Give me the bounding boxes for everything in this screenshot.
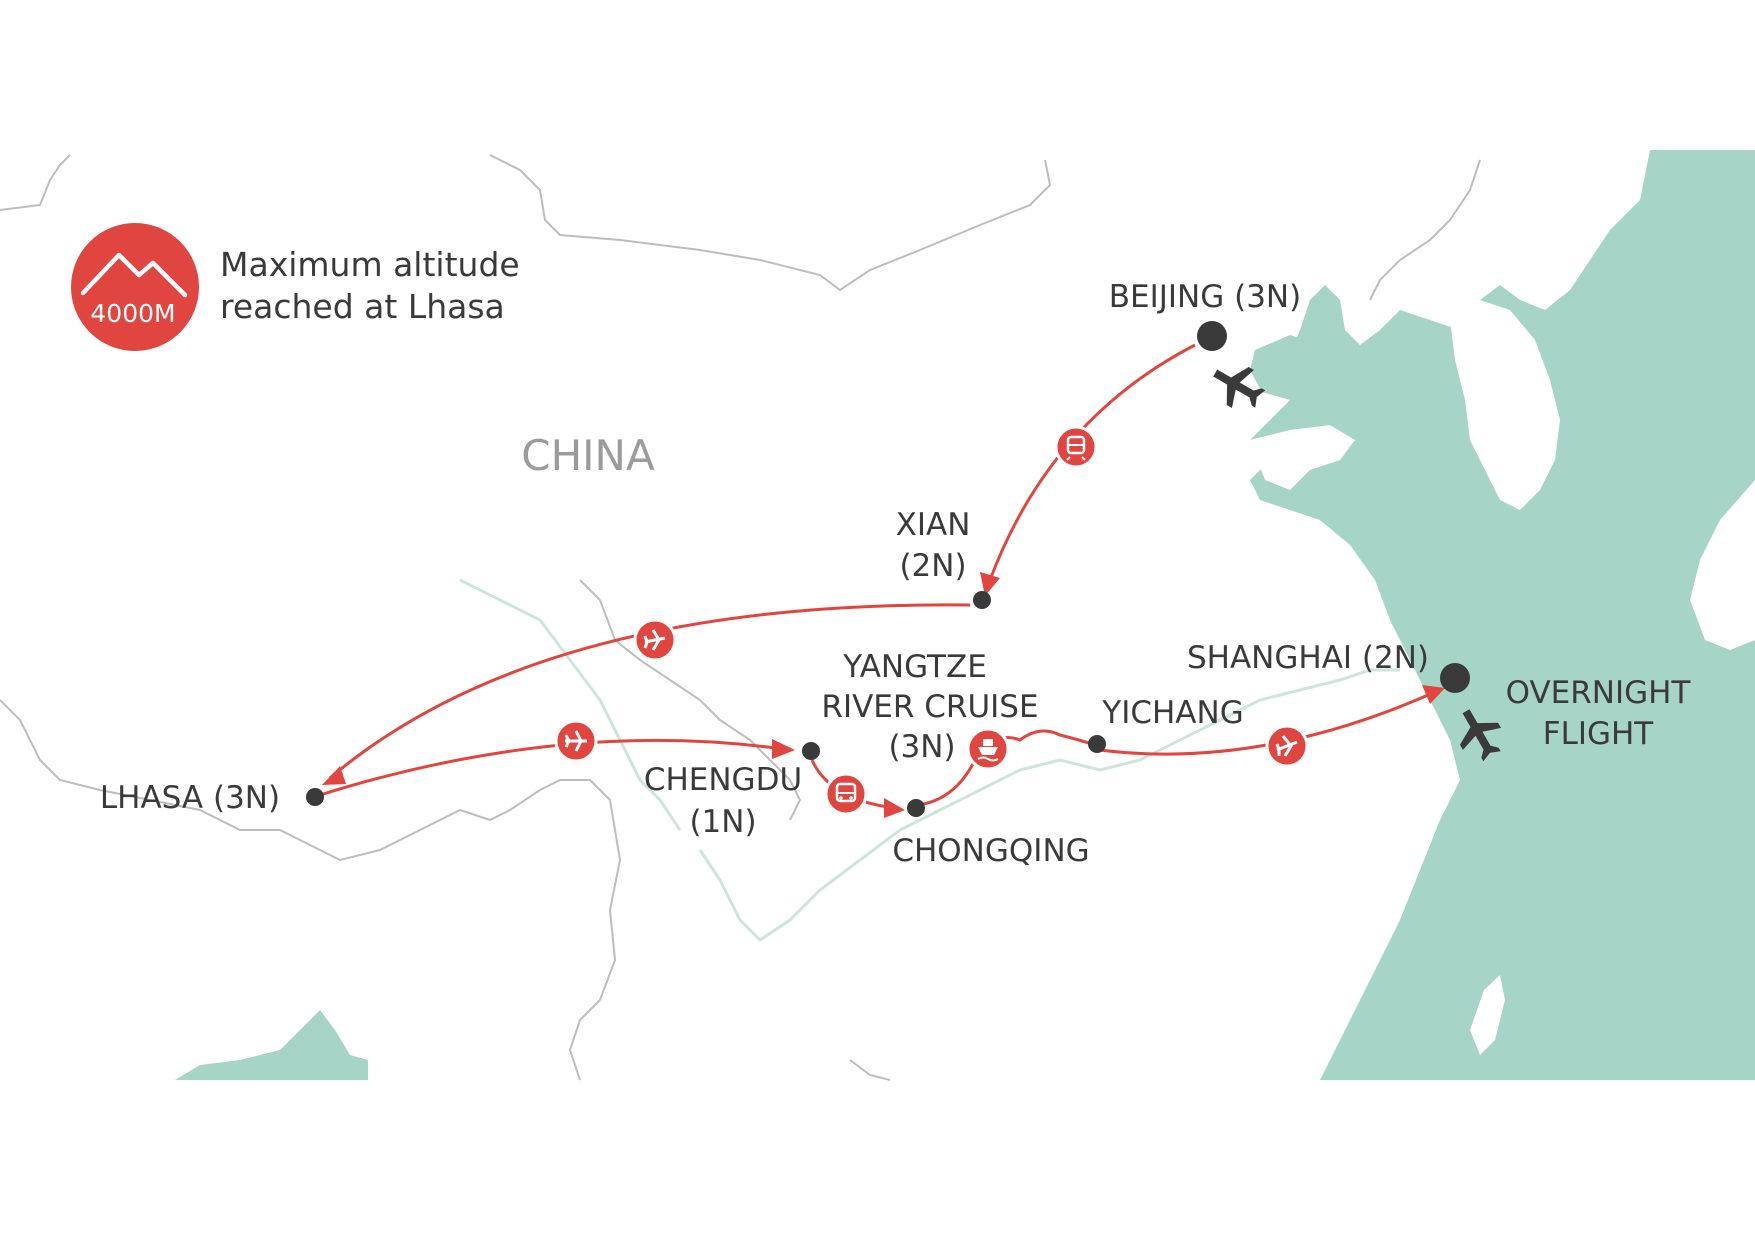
lhasa-label: LHASA (3N) — [100, 780, 280, 816]
altitude-legend: Maximum altitude reached at Lhasa — [220, 244, 520, 328]
xian-label-1: XIAN — [896, 507, 971, 543]
cruise-label-3: (3N) — [888, 729, 955, 765]
plane-icon — [633, 618, 677, 662]
arrowhead — [772, 739, 795, 759]
route-xian-lhasa — [329, 603, 971, 780]
bus-icon — [824, 772, 868, 816]
arrowheads — [322, 572, 1445, 818]
overnight-label-2: FLIGHT — [1543, 716, 1655, 752]
beijing-label: BEIJING (3N) — [1109, 279, 1301, 315]
border-south — [849, 1059, 891, 1081]
routes — [319, 343, 1436, 810]
plane-icon — [1459, 709, 1502, 762]
route-lhasa-chengdu — [319, 738, 776, 797]
borders — [0, 154, 1481, 1081]
overnight-label-1: OVERNIGHT — [1506, 675, 1692, 711]
south-sea — [175, 1010, 368, 1080]
labels: CHINA BEIJING (3N) XIAN (2N) LHASA (3N) … — [100, 279, 1692, 869]
east-sea — [1250, 150, 1755, 1080]
border-west — [0, 699, 622, 1081]
train-icon — [1054, 425, 1098, 469]
altitude-badge: 4000M — [71, 223, 199, 351]
mode-icons — [554, 425, 1309, 816]
shanghai-label: SHANGHAI (2N) — [1187, 640, 1429, 676]
route-beijing-xian — [988, 343, 1196, 581]
country-label: CHINA — [521, 431, 655, 480]
legend-line-1: Maximum altitude — [220, 245, 520, 284]
overnight-plane-icons — [1213, 366, 1502, 762]
plane-icon — [1265, 724, 1309, 768]
border-southwest — [579, 579, 802, 821]
cruise-label-1: YANGTZE — [842, 649, 987, 685]
arrowhead — [322, 766, 346, 785]
city-dots — [306, 321, 1470, 817]
land-cutouts — [1250, 300, 1755, 1055]
xian-dot — [973, 591, 991, 609]
arrowhead — [1422, 685, 1445, 704]
korea-peninsula — [1450, 300, 1560, 510]
cruise-label-2: RIVER CRUISE — [821, 689, 1038, 725]
route-chongqing-yichang — [917, 729, 1096, 807]
bohai-bay — [1250, 335, 1335, 400]
sea-areas — [175, 150, 1755, 1080]
yangtze-branch — [459, 578, 682, 831]
altitude-value: 4000M — [90, 299, 175, 328]
border-north — [0, 154, 1052, 292]
rivers — [459, 578, 1400, 942]
chengdu-dot — [802, 742, 820, 760]
boat-icon — [966, 727, 1010, 771]
xian-label-2: (2N) — [899, 548, 966, 584]
yangtze-river — [698, 668, 1400, 942]
chengdu-label-2: (1N) — [689, 804, 756, 840]
chongqing-label: CHONGQING — [892, 833, 1089, 869]
lhasa-dot — [306, 788, 324, 806]
arrowhead — [980, 572, 1000, 596]
taiwan-island — [1470, 975, 1505, 1055]
arrowhead — [884, 798, 905, 818]
yichang-dot — [1088, 735, 1106, 753]
route-yichang-shanghai — [1099, 690, 1436, 756]
border-northeast — [1369, 159, 1481, 301]
legend-line-2: reached at Lhasa — [220, 287, 505, 326]
shandong-peninsula — [1250, 425, 1355, 490]
mountain-icon — [80, 252, 188, 298]
japan-islands — [1690, 480, 1755, 650]
chongqing-dot — [907, 799, 925, 817]
shanghai-dot — [1440, 663, 1470, 693]
beijing-dot — [1197, 321, 1227, 351]
yichang-label: YICHANG — [1101, 695, 1243, 731]
plane-icon — [554, 719, 598, 763]
plane-icon — [1213, 366, 1266, 409]
chengdu-label-1: CHENGDU — [644, 762, 802, 798]
